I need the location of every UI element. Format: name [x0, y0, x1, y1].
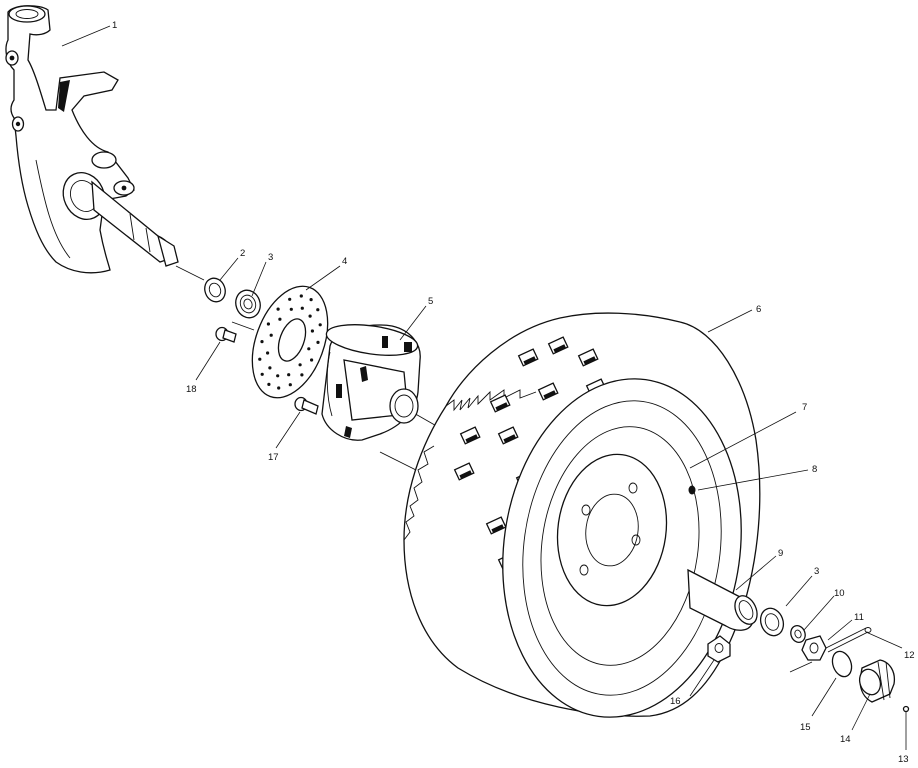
callout-14: 14 [840, 734, 851, 745]
tread-block-shadow [523, 356, 536, 365]
disc-hole [309, 298, 313, 302]
callout-15: 15 [800, 722, 811, 733]
part-o-ring [831, 650, 853, 678]
part-castle-nut [801, 635, 827, 661]
disc-hole [316, 308, 320, 312]
leader-lines [61, 25, 907, 750]
callout-11: 11 [854, 612, 864, 623]
part-wheel-hub [321, 324, 421, 441]
disc-hole [298, 363, 302, 367]
part-hub-cap [858, 659, 896, 703]
part-bolt [215, 326, 237, 343]
disc-hole [266, 322, 270, 326]
disc-hole [276, 307, 280, 311]
callout-labels: 1 2 3 4 5 6 7 8 9 3 10 11 12 13 14 15 16… [112, 20, 915, 765]
part-cotter-pin [825, 627, 872, 653]
tread-block-shadow [503, 434, 516, 443]
callout-18: 18 [186, 384, 197, 395]
disc-hole [260, 372, 264, 376]
disc-hole [299, 294, 303, 298]
tread-block-shadow [459, 470, 472, 479]
disc-hole [300, 373, 304, 377]
disc-hole [269, 333, 273, 337]
disc-hole [287, 373, 291, 377]
callout-16: 16 [670, 696, 681, 707]
part-lug-nut [707, 635, 731, 663]
disc-hole [300, 306, 304, 310]
part-stud-bolt [294, 396, 319, 415]
callout-5: 5 [428, 296, 433, 307]
disc-hole [307, 347, 311, 351]
callout-3-inner: 3 [268, 252, 273, 263]
disc-hole [288, 383, 292, 387]
part-brake-disc [251, 285, 329, 399]
part-washer [790, 625, 806, 643]
callout-10: 10 [834, 588, 845, 599]
part-valve-stem [688, 485, 696, 495]
disc-hole [258, 357, 262, 361]
disc-hole [276, 374, 280, 378]
callout-8: 8 [812, 464, 817, 475]
disc-hole [288, 297, 292, 301]
part-spacer-tube [687, 568, 758, 631]
tread-block-shadow [543, 390, 556, 399]
disc-hole [310, 329, 314, 333]
disc-hole [316, 340, 320, 344]
disc-hole [266, 351, 270, 355]
part-bearing-inner [235, 289, 261, 319]
disc-hole [278, 317, 282, 321]
part-screw [902, 705, 910, 713]
tread-block-shadow [465, 434, 478, 443]
tread-block-shadow [583, 356, 596, 365]
tread-block-shadow [491, 524, 504, 533]
part-tire [403, 312, 761, 718]
callout-17: 17 [268, 452, 279, 463]
disc-hole [310, 358, 314, 362]
callout-9: 9 [778, 548, 783, 559]
disc-hole [268, 366, 272, 370]
callout-7: 7 [802, 402, 807, 413]
part-bearing-outer [759, 607, 785, 637]
disc-hole [267, 382, 271, 386]
callout-12: 12 [904, 650, 915, 661]
disc-hole [277, 386, 281, 390]
part-steering-knuckle [5, 5, 179, 274]
callout-2: 2 [240, 248, 245, 259]
disc-hole [289, 307, 293, 311]
disc-hole [318, 323, 322, 327]
disc-hole [260, 340, 264, 344]
callout-4: 4 [342, 256, 347, 267]
tread-block-shadow [495, 402, 508, 411]
callout-13: 13 [898, 754, 909, 765]
callout-6: 6 [756, 304, 761, 315]
tread-block-shadow [553, 344, 566, 353]
callout-3-outer: 3 [814, 566, 819, 577]
part-seal [204, 277, 226, 303]
callout-1: 1 [112, 20, 117, 31]
disc-hole [308, 314, 312, 318]
